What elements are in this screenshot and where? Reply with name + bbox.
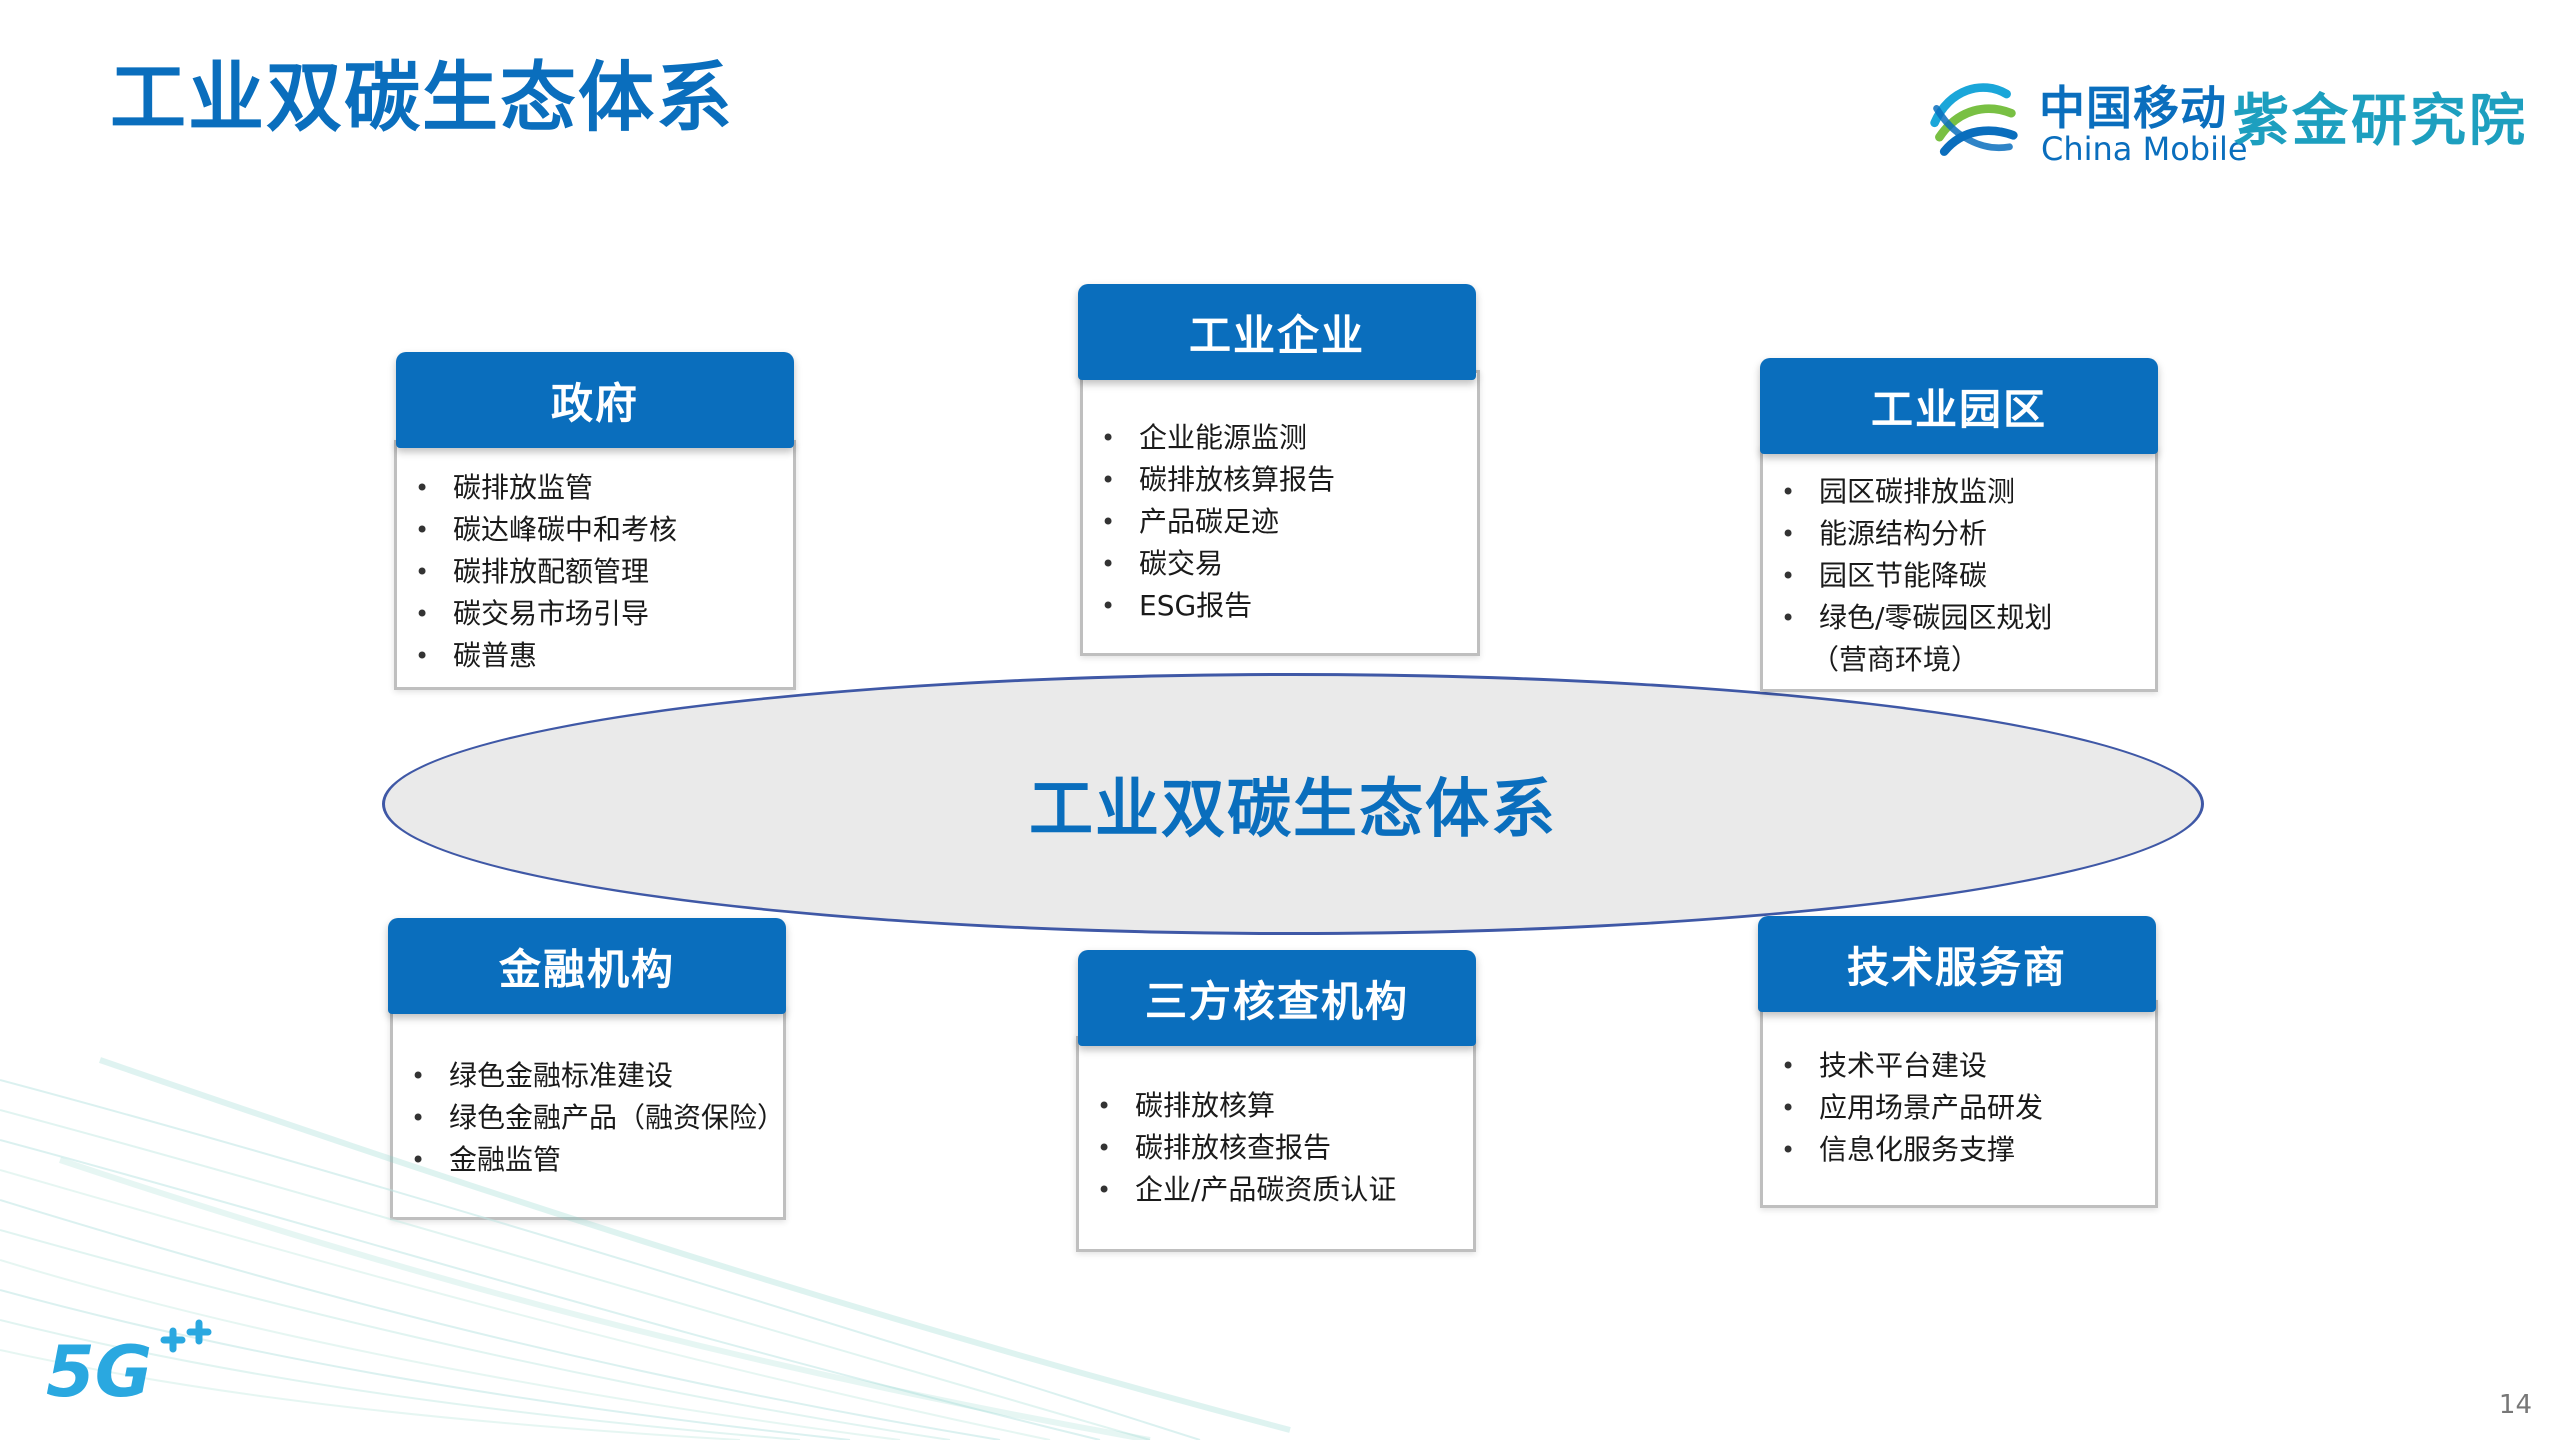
list-item: 绿色/零碳园区规划	[1763, 597, 2155, 639]
card-park-body: 园区碳排放监测 能源结构分析 园区节能降碳 绿色/零碳园区规划 （营商环境）	[1760, 446, 2158, 692]
china-mobile-mark-icon	[1930, 83, 2018, 156]
card-tech-header: 技术服务商	[1758, 916, 2156, 1012]
card-tech-body: 技术平台建设 应用场景产品研发 信息化服务支撑	[1760, 1000, 2158, 1208]
card-tech-list: 技术平台建设 应用场景产品研发 信息化服务支撑	[1763, 1045, 2155, 1171]
list-item: 能源结构分析	[1763, 513, 2155, 555]
list-item: 技术平台建设	[1763, 1045, 2155, 1087]
page-number: 14	[2498, 1390, 2532, 1420]
list-item: 金融监管	[393, 1139, 783, 1181]
list-item: 绿色金融标准建设	[393, 1055, 783, 1097]
list-item: 碳排放核算报告	[1083, 459, 1477, 501]
card-government-header: 政府	[396, 352, 794, 448]
list-item: 企业能源监测	[1083, 417, 1477, 459]
list-item-continuation: （营商环境）	[1811, 643, 1980, 676]
card-park-header: 工业园区	[1760, 358, 2158, 454]
logo-institute-text: 紫金研究院	[2233, 88, 2528, 154]
list-item: 碳排放配额管理	[397, 551, 793, 593]
card-finance-list: 绿色金融标准建设 绿色金融产品（融资保险） 金融监管	[393, 1055, 785, 1181]
list-item: 碳普惠	[397, 635, 793, 677]
card-enterprise-header: 工业企业	[1078, 284, 1476, 380]
center-ellipse-label: 工业双碳生态体系	[1029, 773, 1557, 847]
card-verification-list: 碳排放核算 碳排放核查报告 企业/产品碳资质认证	[1079, 1085, 1473, 1211]
card-park-list: 园区碳排放监测 能源结构分析 园区节能降碳 绿色/零碳园区规划 （营商环境）	[1763, 471, 2155, 681]
list-item: 信息化服务支撑	[1763, 1129, 2155, 1171]
5g-logo: 5G	[44, 1318, 214, 1413]
list-item: 碳达峰碳中和考核	[397, 509, 793, 551]
card-enterprise-body: 企业能源监测 碳排放核算报告 产品碳足迹 碳交易 ESG报告	[1080, 370, 1480, 656]
list-item: 产品碳足迹	[1083, 501, 1477, 543]
list-item: 园区碳排放监测	[1763, 471, 2155, 513]
page-title: 工业双碳生态体系	[110, 53, 734, 142]
center-ellipse: 工业双碳生态体系	[382, 673, 2204, 935]
card-verification-body: 碳排放核算 碳排放核查报告 企业/产品碳资质认证	[1076, 1036, 1476, 1252]
list-item: 碳交易	[1083, 543, 1477, 585]
list-item: 园区节能降碳	[1763, 555, 2155, 597]
card-finance-header: 金融机构	[388, 918, 786, 1014]
list-item: 绿色金融产品（融资保险）	[393, 1097, 785, 1139]
list-item: 碳排放核查报告	[1079, 1127, 1473, 1169]
china-mobile-logo: 中国移动 China Mobile 紫金研究院	[1925, 70, 2545, 180]
card-enterprise-list: 企业能源监测 碳排放核算报告 产品碳足迹 碳交易 ESG报告	[1083, 417, 1477, 627]
logo-english-text: China Mobile	[2041, 130, 2248, 168]
list-item: 应用场景产品研发	[1763, 1087, 2155, 1129]
decorative-waves	[0, 1057, 1291, 1440]
card-government-list: 碳排放监管 碳达峰碳中和考核 碳排放配额管理 碳交易市场引导 碳普惠	[397, 467, 793, 677]
logo-chinese-text: 中国移动	[2039, 81, 2227, 135]
card-government-body: 碳排放监管 碳达峰碳中和考核 碳排放配额管理 碳交易市场引导 碳普惠	[394, 440, 796, 690]
5g-plus-icon: 5G	[46, 1319, 212, 1413]
card-finance-body: 绿色金融标准建设 绿色金融产品（融资保险） 金融监管	[390, 1006, 786, 1220]
list-item: 企业/产品碳资质认证	[1079, 1169, 1473, 1211]
list-item: 碳交易市场引导	[397, 593, 793, 635]
list-item: 碳排放监管	[397, 467, 793, 509]
list-item: 碳排放核算	[1079, 1085, 1473, 1127]
card-verification-header: 三方核查机构	[1078, 950, 1476, 1046]
5g-text: 5G	[46, 1331, 152, 1408]
list-item: ESG报告	[1083, 585, 1477, 627]
